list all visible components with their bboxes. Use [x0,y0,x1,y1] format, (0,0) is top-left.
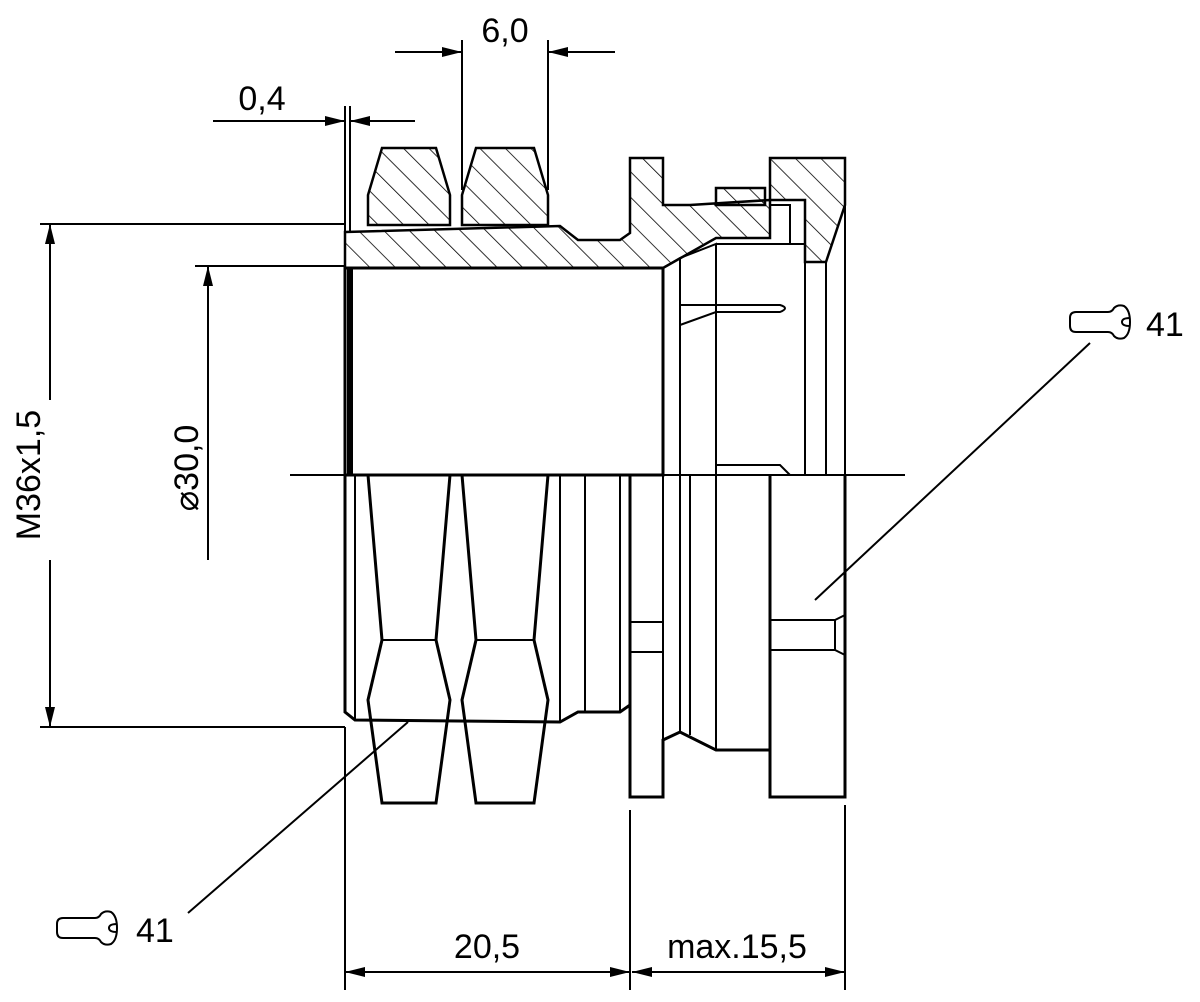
dim-thread: M36x1,5 [10,223,345,728]
diameter-symbol: ⌀ [168,491,206,511]
section-view [343,146,847,477]
nut-hex-1 [366,474,452,805]
callout-top: 41 [814,304,1184,601]
nut-tooth-2 [460,146,550,227]
nut-tooth-1 [366,146,452,227]
nut-hex-2 [460,474,550,805]
dim-thread-label: M36x1,5 [10,410,48,540]
callout-bottom: 41 [56,721,409,950]
wrench-icon [1069,304,1132,340]
cap-hex [768,475,847,799]
exterior-view [343,474,847,805]
callout-bottom-label: 41 [136,912,174,950]
dim-length-max: max.15,5 [632,805,846,990]
insert-outline [662,204,846,476]
cap-ring [768,156,847,264]
wrench-icon [56,910,119,946]
dim-gap: 0,4 [213,80,415,232]
dim-length-max-label: max.15,5 [667,928,807,966]
dim-gap-label: 0,4 [238,80,285,118]
dim-bore: ⌀30,0 [168,265,345,560]
dim-bore-label: 30,0 [168,425,206,491]
callout-top-label: 41 [1146,306,1184,344]
dim-pitch-label: 6,0 [481,12,528,50]
bore-outline [343,266,665,477]
svg-text:⌀30,0: ⌀30,0 [168,425,206,512]
seal-piece [714,186,767,207]
dim-pitch: 6,0 [395,12,615,190]
dim-length: 20,5 [344,727,631,990]
flange [628,475,770,799]
dim-length-label: 20,5 [454,928,520,966]
